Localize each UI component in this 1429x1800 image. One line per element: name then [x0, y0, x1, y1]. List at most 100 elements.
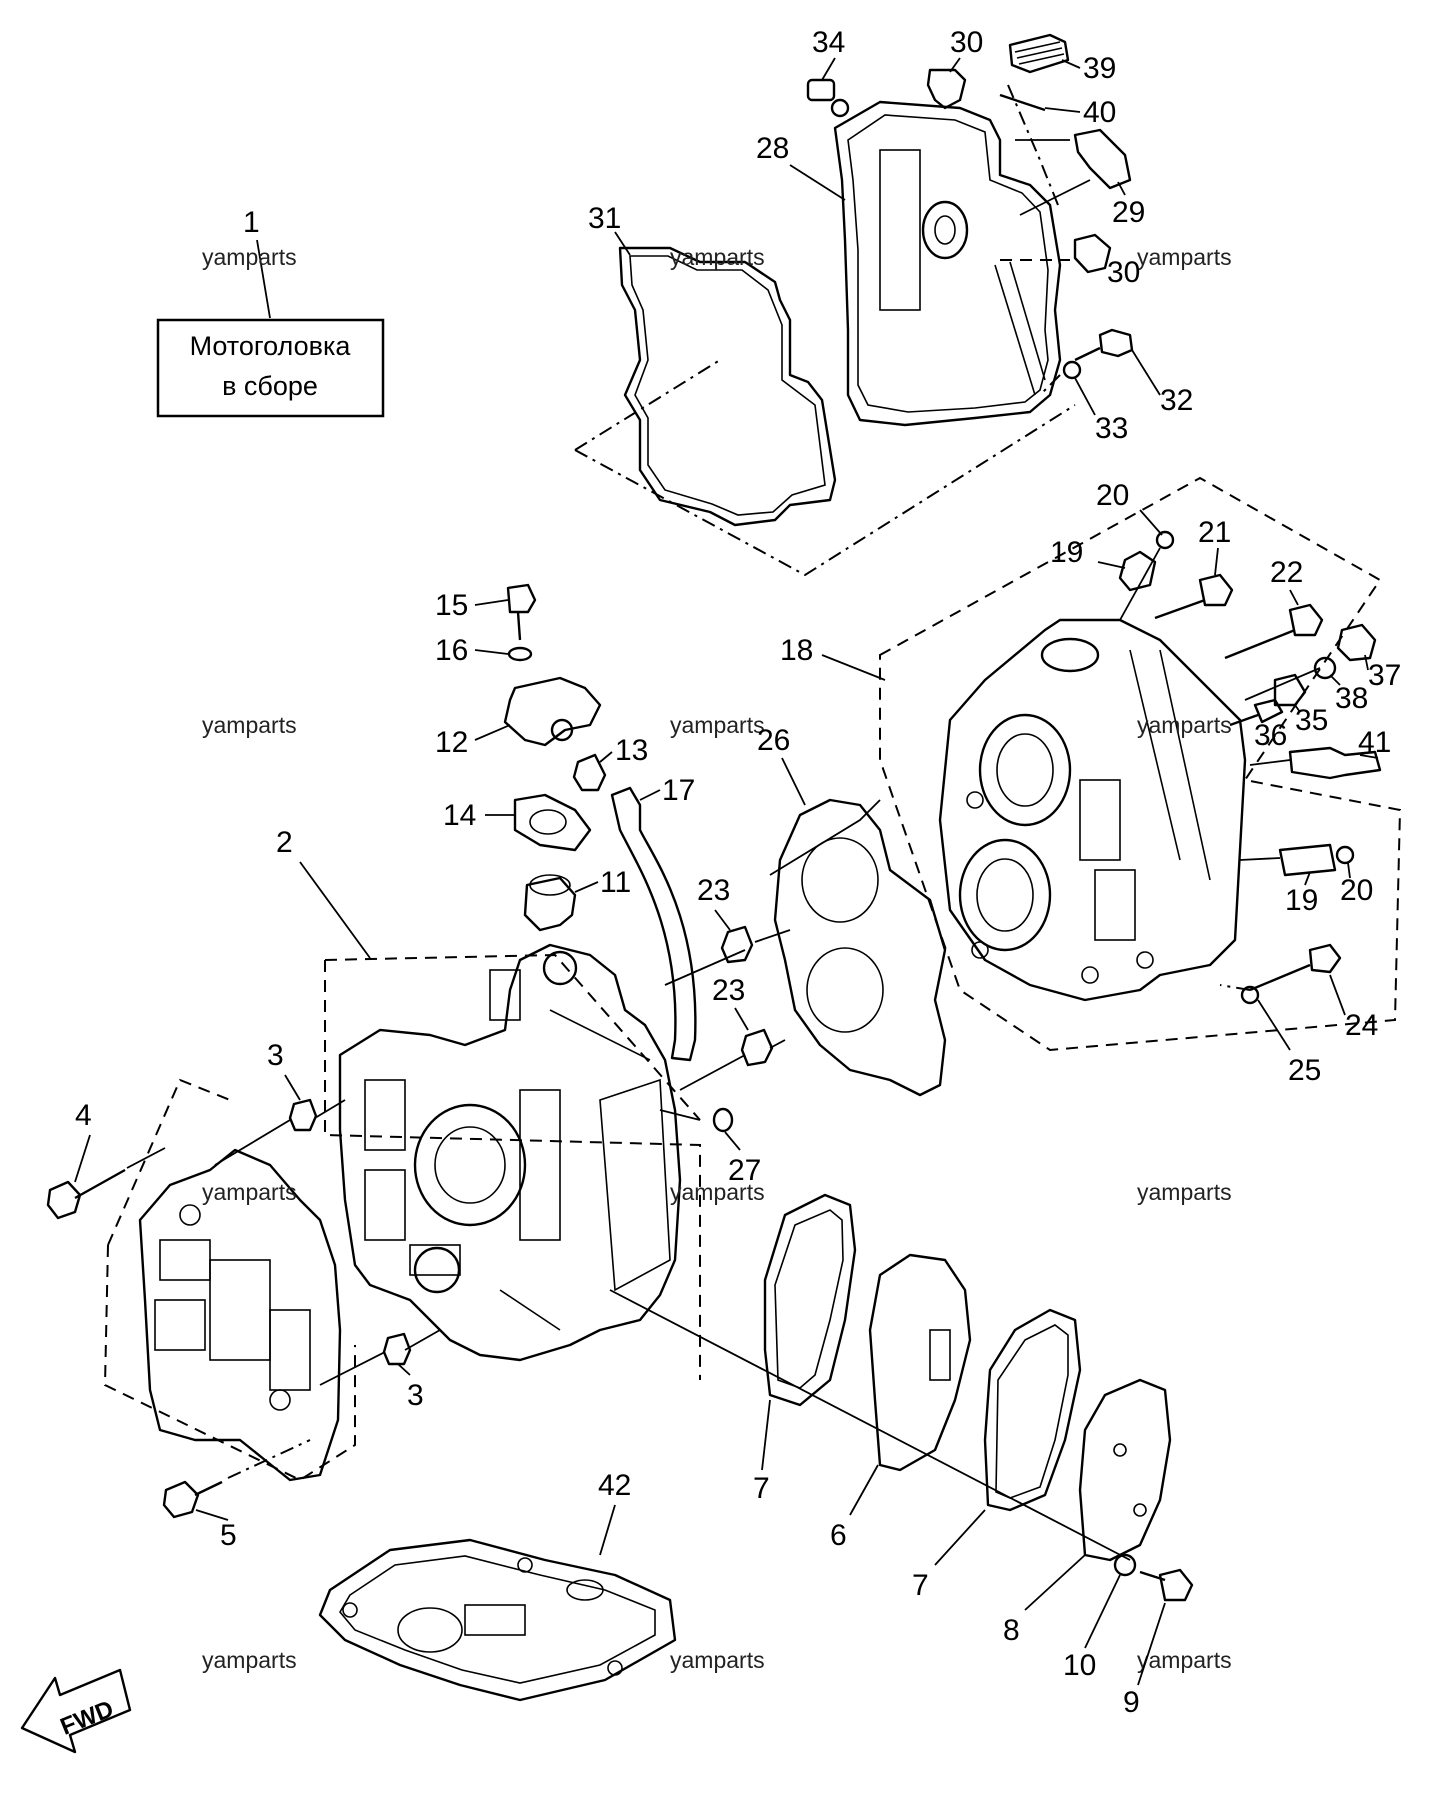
callout-16: 16 [435, 634, 468, 667]
callout-36: 36 [1254, 719, 1287, 752]
base-gasket-42 [318, 1538, 677, 1702]
callout-3-upper: 3 [267, 1039, 284, 1072]
clip-20-top [1155, 530, 1175, 550]
clip-40 [999, 93, 1046, 112]
exhaust-gasket-7b [983, 1308, 1082, 1512]
bolt-9 [1158, 1568, 1194, 1602]
clip-27 [712, 1107, 734, 1133]
crankcase-left [138, 1148, 342, 1482]
callout-9: 9 [1123, 1686, 1140, 1719]
callout-26: 26 [757, 724, 790, 757]
exhaust-cover-6 [868, 1253, 972, 1472]
head-hardware [1118, 530, 1382, 1005]
callout-6: 6 [830, 1519, 847, 1552]
dowel-23-upper [720, 925, 754, 964]
fitting-30-lower [1073, 233, 1112, 274]
dowel-pins [214, 799, 881, 1386]
plug-34 [806, 78, 836, 102]
exhaust-plates [609, 1193, 1194, 1602]
callout-27: 27 [728, 1154, 761, 1187]
thermostat-11 [523, 876, 577, 932]
watermark-5: yamparts [670, 712, 765, 738]
callout-20-top: 20 [1096, 479, 1129, 512]
washer-16 [507, 646, 533, 662]
watermarks: yamparts yamparts yamparts yamparts yamp… [202, 244, 1232, 1673]
thermostat-cover-12 [503, 676, 602, 747]
head-cover-group [618, 100, 1062, 527]
washer-33 [1062, 360, 1082, 380]
clip-20-right [1335, 845, 1355, 865]
watermark-2: yamparts [670, 244, 765, 270]
hose-fitting-13 [572, 753, 607, 792]
watermark-6: yamparts [1137, 712, 1232, 738]
crankcase-group [46, 1078, 356, 1519]
bolt-15 [506, 583, 537, 614]
bolt-5 [162, 1480, 200, 1519]
screw-36 [1253, 698, 1284, 724]
callout-35: 35 [1295, 704, 1328, 737]
cover-gasket-31 [618, 246, 837, 527]
watermark-4: yamparts [202, 712, 297, 738]
cover-hardware [806, 33, 1134, 396]
watermark-8: yamparts [670, 1179, 765, 1205]
callout-10: 10 [1063, 1649, 1096, 1682]
callout-8: 8 [1003, 1614, 1020, 1647]
head-gasket-26 [773, 798, 947, 1097]
sleeve-19-top [1118, 550, 1157, 592]
watermark-9: yamparts [1137, 1179, 1232, 1205]
callout-33: 33 [1095, 412, 1128, 445]
elbow-29 [1073, 128, 1132, 190]
watermark-12: yamparts [1137, 1647, 1232, 1673]
callout-23-lower: 23 [712, 974, 745, 1007]
exhaust-gasket-7a [763, 1193, 857, 1407]
cylinder-block-group [324, 943, 701, 1380]
filter-39 [1008, 33, 1070, 74]
callout-42: 42 [598, 1469, 631, 1502]
callout-39: 39 [1083, 52, 1116, 85]
callout-38: 38 [1335, 682, 1368, 715]
callout-29: 29 [1112, 196, 1145, 229]
callout-15: 15 [435, 589, 468, 622]
exhaust-outer-cover-8 [1078, 1378, 1172, 1562]
fwd-label: FWD [57, 1695, 118, 1741]
callout-11: 11 [600, 866, 631, 899]
callout-13: 13 [615, 734, 648, 767]
callout-22: 22 [1270, 556, 1303, 589]
callout-17: 17 [662, 774, 695, 807]
washer-10 [1113, 1553, 1137, 1577]
gasket-38 [1313, 656, 1337, 680]
title-line-1: Мотоголовка [190, 331, 352, 361]
watermark-1: yamparts [202, 244, 297, 270]
callout-5: 5 [220, 1519, 237, 1552]
callout-37: 37 [1368, 659, 1401, 692]
callout-12: 12 [435, 726, 468, 759]
thermostat-group [503, 583, 697, 1062]
dowel-23-lower [740, 1028, 774, 1067]
plug-37 [1336, 623, 1377, 662]
callout-4: 4 [75, 1099, 92, 1132]
callout-1: 1 [243, 206, 260, 239]
callouts: 34 30 39 40 28 29 31 30 32 33 20 21 19 2… [74, 26, 1401, 1719]
callout-30-top: 30 [950, 26, 983, 59]
bolt-4 [46, 1180, 82, 1220]
head-cover-28 [833, 100, 1062, 427]
washer-25 [1240, 985, 1260, 1005]
callout-21: 21 [1198, 516, 1231, 549]
callout-7-upper: 7 [753, 1472, 770, 1505]
watermark-7: yamparts [202, 1179, 297, 1205]
fitting-30-top [926, 68, 967, 110]
callout-28: 28 [756, 132, 789, 165]
callout-32: 32 [1160, 384, 1193, 417]
sleeve-19-right [1278, 843, 1337, 877]
callout-30-lower: 30 [1107, 256, 1140, 289]
callout-20-right: 20 [1340, 874, 1373, 907]
callout-25: 25 [1288, 1054, 1321, 1087]
callout-19-top: 19 [1050, 536, 1083, 569]
callout-19-right: 19 [1285, 884, 1318, 917]
callout-41: 41 [1358, 726, 1391, 759]
bolt-24 [1308, 943, 1342, 974]
callout-7-lower: 7 [912, 1569, 929, 1602]
callout-31: 31 [588, 202, 621, 235]
callout-23-upper: 23 [697, 874, 730, 907]
callout-2: 2 [276, 826, 293, 859]
